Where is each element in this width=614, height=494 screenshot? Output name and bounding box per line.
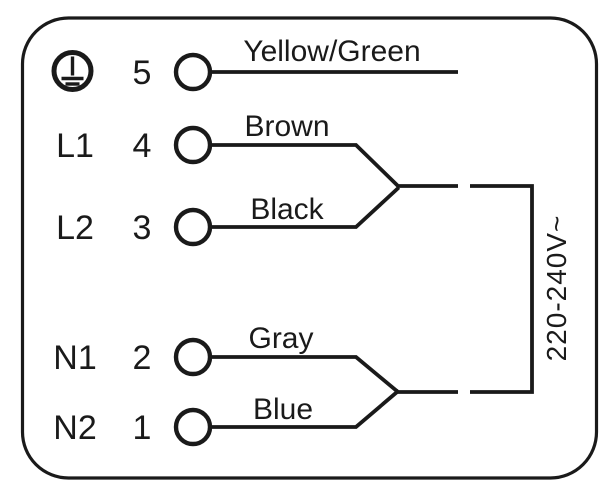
terminal-circle-2	[173, 337, 213, 377]
wire-label-blue: Blue	[253, 393, 313, 426]
wire-brown	[210, 143, 458, 188]
pin-number-3: 3	[133, 209, 152, 247]
terminal-circle-1	[173, 407, 213, 447]
voltage-label: 220-240V~	[541, 215, 572, 362]
pin-number-2: 2	[133, 339, 152, 377]
diagram-border	[20, 16, 599, 480]
wire-label-gray: Gray	[248, 322, 313, 355]
wire-label-yellow-green: Yellow/Green	[243, 35, 420, 68]
wire-black	[210, 186, 401, 229]
pin-number-4: 4	[133, 127, 152, 165]
terminal-label-n2: N2	[53, 409, 96, 447]
terminal-circle-4	[173, 125, 213, 165]
pin-number-5: 5	[133, 54, 152, 92]
wire-gray	[210, 355, 458, 394]
wire-label-black: Black	[250, 193, 324, 226]
pin-number-1: 1	[133, 409, 152, 447]
terminal-label-n1: N1	[53, 339, 96, 377]
terminal-circle-5	[173, 52, 213, 92]
terminal-circle-3	[173, 207, 213, 247]
wire-blue	[210, 389, 401, 429]
wire-label-brown: Brown	[244, 110, 329, 143]
protective-earth-icon	[51, 50, 94, 92]
supply-rail	[470, 184, 534, 394]
terminal-label-l2: L2	[56, 209, 94, 247]
terminal-label-l1: L1	[56, 127, 94, 165]
